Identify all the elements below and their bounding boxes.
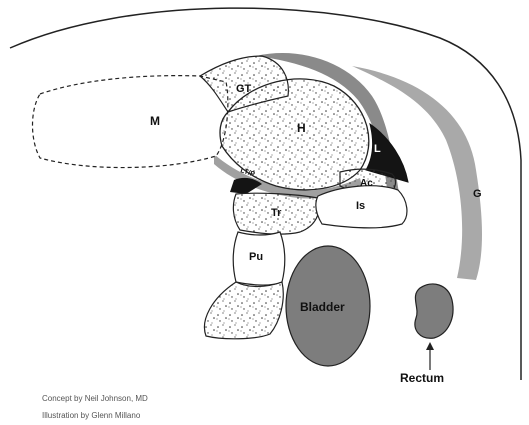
- label-rectum: Rectum: [400, 371, 444, 385]
- rectum-arrow-head: [426, 342, 434, 350]
- rectum: [415, 284, 453, 338]
- label-ac: Ac: [360, 178, 373, 189]
- credit-concept: Concept by Neil Johnson, MD: [42, 394, 148, 403]
- label-g: G: [473, 188, 482, 200]
- label-h: H: [297, 121, 306, 135]
- label-tr: Tr: [271, 207, 282, 219]
- label-l: L: [374, 143, 381, 155]
- credit-illustration: Illustration by Glenn Millano: [42, 411, 140, 420]
- label-gt: GT: [236, 83, 252, 95]
- label-m: M: [150, 114, 160, 128]
- femoral-metaphysis: [33, 76, 228, 168]
- pubic-ramus: [204, 282, 283, 339]
- label-pu: Pu: [249, 251, 263, 263]
- label-is: Is: [356, 200, 365, 212]
- label-bladder: Bladder: [300, 300, 345, 314]
